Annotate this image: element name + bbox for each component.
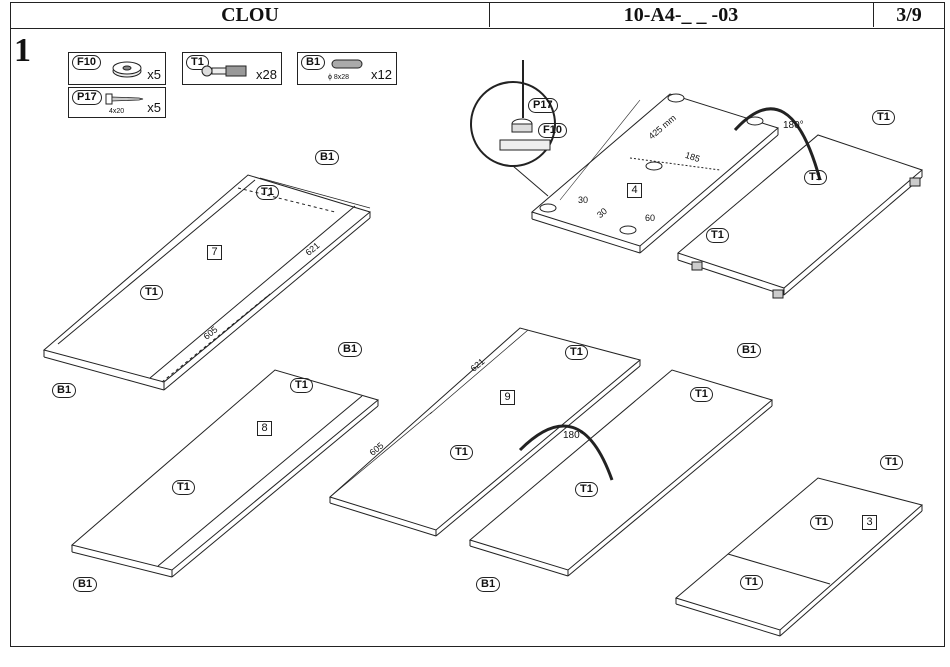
- panel-number-7: 7: [207, 245, 222, 260]
- panel-3-drawing: [674, 477, 924, 637]
- callout-p17: P17: [528, 98, 558, 113]
- panel-4-drawing: [530, 93, 780, 254]
- detail-magnifier: [470, 60, 556, 197]
- callout-t1: T1: [810, 515, 833, 530]
- wood-dowel-icon: [331, 59, 363, 69]
- callout-b1: B1: [73, 577, 98, 592]
- part-box-b1: B1 ϕ 8x28 x12: [297, 52, 397, 85]
- callout-b1: B1: [52, 383, 77, 398]
- panel-number-3: 3: [862, 515, 877, 530]
- callout-t1: T1: [880, 455, 903, 470]
- dim-line-605-top: [163, 293, 271, 383]
- dim-line-621-mid: [429, 329, 529, 415]
- panel-9-flipped-drawing: [468, 369, 774, 577]
- product-title: CLOU: [11, 3, 490, 27]
- callout-b1: B1: [315, 150, 340, 165]
- callout-b1: B1: [338, 342, 363, 357]
- panel-number-9: 9: [500, 390, 515, 405]
- callout-t1: T1: [450, 445, 473, 460]
- part-box-p17: P17 4x20 x5: [68, 87, 166, 118]
- callout-t1: T1: [706, 228, 729, 243]
- part-tag-b1: B1: [301, 55, 326, 70]
- product-code: 10-A4-_ _ -03: [489, 3, 874, 27]
- part-tag-f10: F10: [72, 55, 101, 70]
- callout-b1: B1: [476, 577, 501, 592]
- part-qty-b1: x12: [371, 67, 392, 82]
- connector-bolt-icon: [201, 65, 247, 77]
- dim-line-605-mid: [329, 411, 433, 498]
- rotation-arrow-bottom: [518, 424, 614, 481]
- step-number: 1: [14, 32, 31, 69]
- callout-f10: F10: [538, 123, 567, 138]
- callout-t1: T1: [872, 110, 895, 125]
- panel-7-drawing: [42, 174, 372, 391]
- screw-icon: [105, 93, 144, 105]
- part-tag-t1: T1: [186, 55, 209, 70]
- part-note-p17: 4x20: [109, 108, 125, 115]
- callout-t1: T1: [256, 185, 279, 200]
- panel-number-8: 8: [257, 421, 272, 436]
- part-note-b1: ϕ 8x28: [328, 74, 350, 81]
- part-tag-p17: P17: [72, 90, 102, 105]
- rotation-label-bottom: 180°: [563, 430, 584, 441]
- callout-t1: T1: [740, 575, 763, 590]
- rotation-label-top: 180°: [783, 120, 804, 131]
- panel-9-drawing: [329, 327, 642, 537]
- part-qty-t1: x28: [256, 67, 277, 82]
- callout-t1: T1: [290, 378, 313, 393]
- panel-8-drawing: [70, 369, 380, 578]
- part-box-t1: T1 x28: [182, 52, 282, 85]
- page-number: 3/9: [896, 4, 922, 26]
- header-bar: CLOU 10-A4-_ _ -03 3/9: [11, 3, 944, 29]
- dim-label-60: 60: [645, 213, 656, 223]
- panel-4-flipped-drawing: [676, 134, 923, 299]
- part-qty-p17: x5: [147, 100, 161, 115]
- callout-t1: T1: [140, 285, 163, 300]
- callout-t1: T1: [172, 480, 195, 495]
- rotation-arrow-top: [733, 107, 822, 181]
- part-qty-f10: x5: [147, 67, 161, 82]
- instruction-sheet: CLOU 10-A4-_ _ -03 3/9: [10, 2, 945, 647]
- callout-t1: T1: [804, 170, 827, 185]
- callout-b1: B1: [737, 343, 762, 358]
- callout-t1: T1: [565, 345, 588, 360]
- callout-t1: T1: [690, 387, 713, 402]
- cam-lock-icon: [112, 61, 142, 78]
- dim-label-30a: 30: [578, 195, 589, 205]
- part-box-f10: F10 x5: [68, 52, 166, 85]
- callout-t1: T1: [575, 482, 598, 497]
- dim-line-621-top: [259, 177, 371, 209]
- panel-number-4: 4: [627, 183, 642, 198]
